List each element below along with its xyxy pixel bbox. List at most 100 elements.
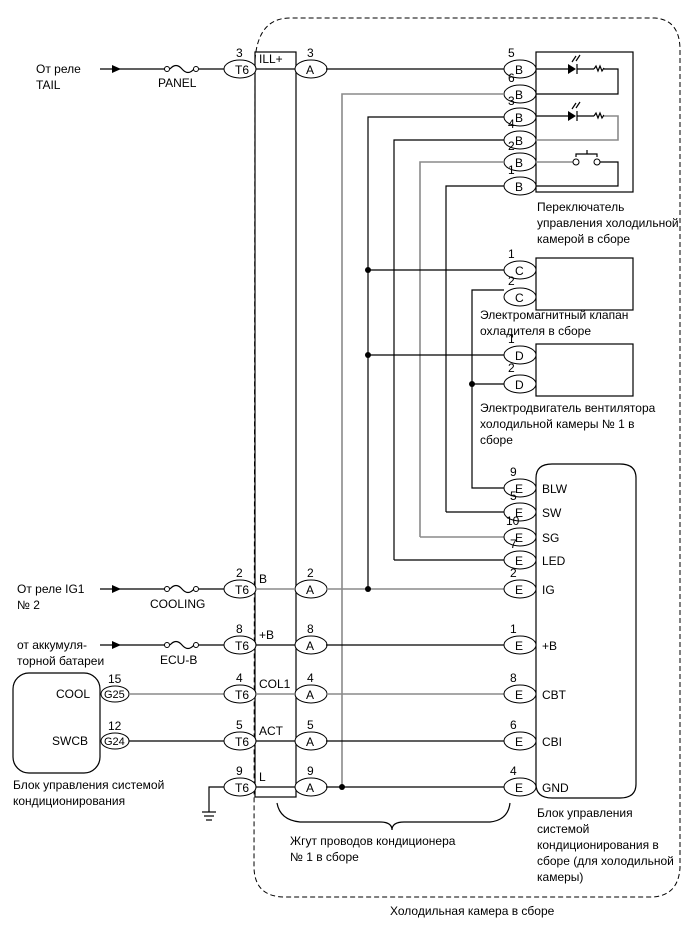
connector-e-label: E [515, 554, 523, 568]
fuse-ecu-b-label: ECU-B [160, 653, 197, 667]
connector-e-label: E [515, 688, 523, 702]
pin-number: 4 [508, 117, 515, 131]
connector-e [503, 527, 537, 547]
pin-number: 5 [510, 489, 517, 503]
cooler-box-enclosure [253, 17, 681, 898]
fan-label-line2: холодильной камеры № 1 в [480, 417, 634, 431]
connector-e-label: E [515, 735, 523, 749]
ac-ecu-pin-swcb: SWCB [52, 734, 88, 748]
connector-c-label: C [515, 264, 524, 278]
connector-b-label: B [515, 156, 523, 170]
pin-number: 1 [508, 332, 515, 346]
connector-t6-label: T6 [235, 583, 249, 597]
harness-signal-l: L [259, 770, 266, 784]
connector-c-label: C [515, 291, 524, 305]
harness-signal-ill: ILL+ [259, 52, 283, 66]
harness-signal-b: B [259, 572, 267, 586]
harness-junction-box [254, 51, 297, 798]
pin-number: 2 [508, 139, 515, 153]
pin-number: 5 [508, 46, 515, 60]
connector-g24-label: G24 [104, 736, 125, 748]
ac-ecu-pin-cool: COOL [56, 687, 90, 701]
arrow-icon [112, 585, 121, 593]
connector-e [503, 478, 537, 498]
cool-ecu-label-line1: Блок управления [537, 806, 633, 820]
pin-number: 3 [236, 46, 243, 60]
connector-e [503, 635, 537, 655]
resistor-icon [593, 64, 605, 73]
connector-a-label: A [306, 639, 314, 653]
pin-number: 2 [236, 566, 243, 580]
pin-number: 1 [508, 247, 515, 261]
cool-ecu-pin-sg: SG [542, 531, 559, 545]
switch-label-line1: Переключатель [537, 200, 624, 214]
cool-ecu-pin-cbi: CBI [542, 735, 562, 749]
pin-number: 4 [307, 671, 314, 685]
source-battery-line2: торной батареи [17, 654, 104, 668]
cool-ecu-label-line3: кондиционирования в [537, 838, 659, 852]
source-ig1-line2: № 2 [17, 598, 40, 612]
connector-b-label: B [515, 111, 523, 125]
valve-label-line1: Электромагнитный клапан [480, 308, 628, 322]
connector-e-label: E [515, 506, 523, 520]
connector-d-label: D [515, 378, 524, 392]
connector-g25-label: G25 [104, 689, 125, 701]
fan-label-line3: сборе [480, 433, 513, 447]
connector-e [503, 579, 537, 599]
pin-number: 15 [108, 672, 122, 686]
switch-assembly-box [535, 51, 634, 193]
pin-number: 4 [236, 671, 243, 685]
valve-label-line2: охладителя в сборе [480, 324, 591, 338]
fuse-cooling-label: COOLING [150, 597, 205, 611]
arrow-icon [112, 641, 121, 649]
harness-label-line2: № 1 в сборе [290, 850, 359, 864]
pin-number: 3 [307, 46, 314, 60]
pin-number: 2 [508, 361, 515, 375]
led-icon [536, 101, 594, 121]
pin-number: 8 [510, 671, 517, 685]
connector-e-label: E [515, 531, 523, 545]
pin-number: 2 [510, 566, 517, 580]
connector-t6-label: T6 [235, 781, 249, 795]
cool-ecu-pin-ig: IG [542, 583, 555, 597]
cool-ecu-pin-gnd: GND [542, 781, 569, 795]
pin-number: 2 [508, 274, 515, 288]
cool-ecu-pin-cbt: CBT [542, 688, 567, 702]
switch-label-line2: управления холодильной [537, 216, 679, 230]
junction-dot [365, 586, 371, 592]
cool-ecu-pin-blw: BLW [542, 482, 568, 496]
switch-label-line3: камерой в сборе [537, 232, 630, 246]
connector-e [503, 550, 537, 570]
pin-number: 1 [510, 622, 517, 636]
harness-signal-pb: +B [259, 628, 274, 642]
connector-t6-label: T6 [235, 735, 249, 749]
harness-signal-col1: COL1 [259, 677, 291, 691]
connector-b-label: B [515, 63, 523, 77]
harness-label-line1: Жгут проводов кондиционера [290, 834, 456, 848]
pin-number: 6 [508, 71, 515, 85]
cool-ecu-label-line5: камеры) [537, 870, 583, 884]
pin-number: 8 [307, 622, 314, 636]
connector-e [503, 502, 537, 522]
ac-control-unit [12, 672, 101, 774]
connector-a-label: A [306, 735, 314, 749]
pin-number: 8 [236, 622, 243, 636]
enclosure-label: Холодильная камера в сборе [390, 904, 555, 918]
fuse-icon [164, 640, 199, 650]
pin-number: 9 [236, 764, 243, 778]
pin-number: 5 [236, 718, 243, 732]
harness-signal-act: ACT [259, 724, 284, 738]
ground-icon [202, 811, 216, 821]
pin-number: 10 [506, 514, 520, 528]
connector-a-label: A [306, 781, 314, 795]
pin-number: 1 [508, 163, 515, 177]
ac-ecu-label-line1: Блок управления системой [13, 778, 164, 792]
connector-t6-label: T6 [235, 688, 249, 702]
junction-dot [469, 381, 475, 387]
resistor-icon [593, 111, 605, 120]
cooler-ecu-box [535, 463, 637, 799]
pin-number: 3 [508, 94, 515, 108]
fan-label-line1: Электродвигатель вентилятора [480, 401, 656, 415]
cool-ecu-pin-plusb: +B [542, 639, 557, 653]
